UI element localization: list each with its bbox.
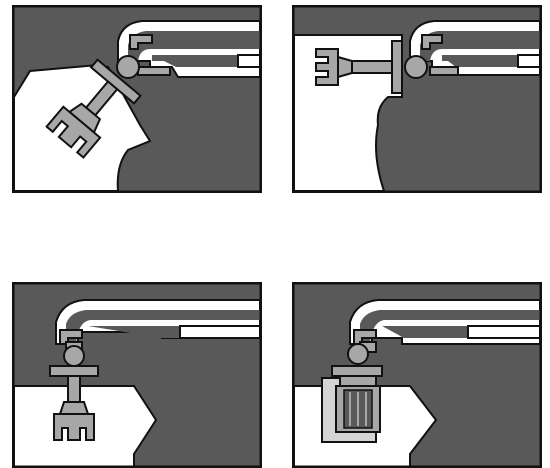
- pivot-joint: [117, 56, 139, 78]
- slot-block: [518, 55, 540, 67]
- pivot-joint: [64, 346, 84, 366]
- panel-step-1: [12, 5, 262, 193]
- slot-block: [180, 326, 260, 338]
- panel-step-2-drawing: [292, 5, 542, 193]
- plug-neck: [340, 376, 376, 386]
- pivot-joint: [348, 344, 368, 364]
- plug-neck: [338, 57, 352, 77]
- panel-step-1-drawing: [12, 5, 262, 193]
- panel-step-3-drawing: [12, 282, 262, 468]
- arm-crossbar: [392, 41, 402, 93]
- panel-step-3: [12, 282, 262, 468]
- arm-crossbar: [332, 366, 382, 376]
- pivot-joint: [405, 56, 427, 78]
- arm-bracket-lower: [138, 67, 170, 75]
- arm-crossbar: [50, 366, 98, 376]
- arm-shaft: [68, 376, 80, 402]
- arm-shaft: [352, 61, 392, 73]
- plug-connector: [54, 414, 94, 440]
- panel-step-4: [292, 282, 542, 468]
- arm-bracket-lower: [430, 67, 458, 75]
- panel-step-4-drawing: [292, 282, 542, 468]
- plug-connector: [316, 49, 338, 85]
- panel-step-2: [292, 5, 542, 193]
- slot-block: [468, 326, 540, 338]
- plug-neck: [60, 402, 88, 414]
- slot-block: [238, 55, 260, 67]
